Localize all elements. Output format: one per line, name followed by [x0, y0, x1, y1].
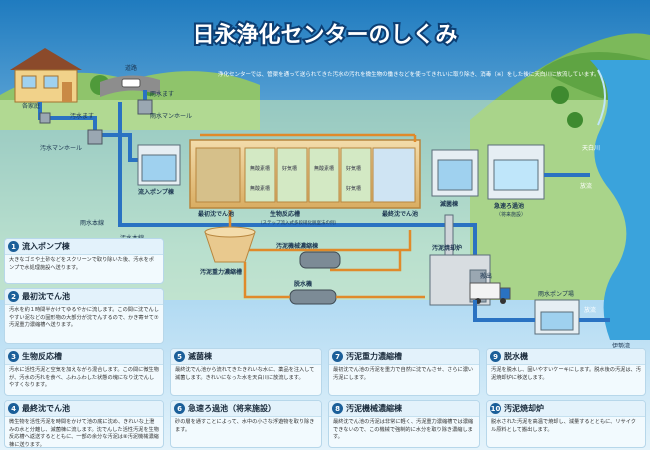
- facility-2-label: 最初沈でん池: [198, 210, 234, 218]
- card-text: 汚水を約１時間半かけてゆるやかに流します。この間に沈でんしやすい泥などの固形物の…: [9, 307, 159, 329]
- tank-label: 無酸素槽: [250, 165, 270, 172]
- card-title: 最終沈でん池: [22, 404, 70, 413]
- card-title: 脱水機: [504, 352, 528, 361]
- facility-3-sub: （ステップ流入式多段硝化脱窒法の例）: [258, 219, 339, 226]
- tank-labels: 無酸素槽 好気槽 無酸素槽 好気槽 無酸素槽 好気槽: [250, 165, 361, 192]
- tank-label: 好気槽: [346, 185, 361, 192]
- facility-9-label: 脱水機: [294, 280, 312, 288]
- card-title: 生物反応槽: [22, 352, 62, 361]
- facility-6-sub: （将来施設）: [496, 211, 526, 218]
- facility-7-label: 汚泥重力濃縮槽: [200, 268, 242, 276]
- river-highlight: [597, 69, 606, 126]
- card-title: 急速ろ過池（将来施設）: [188, 404, 276, 413]
- house: [10, 48, 82, 103]
- facility-8-label: 汚泥機械濃縮棟: [276, 242, 319, 250]
- label-export: 搬出: [480, 272, 492, 280]
- rain-pump-basin: [540, 311, 574, 331]
- card-number: 10: [490, 403, 501, 414]
- label-bay: 伊勢湾: [612, 342, 630, 350]
- facility-10-label: 汚泥焼却炉: [432, 244, 462, 252]
- facility-5-label: 滅菌棟: [440, 200, 459, 208]
- sewer-box: [39, 112, 51, 124]
- car: [121, 78, 141, 88]
- label-discharge: 放流: [580, 182, 592, 190]
- intro-text: 浄化センターでは、管渠を通って送られてきた汚水の汚れを微生物の働きなどを使ってき…: [218, 70, 600, 78]
- label-rain-sewer: 雨水本線: [80, 219, 104, 227]
- rain-sewer-line: [473, 300, 535, 322]
- card-title: 汚泥焼却炉: [504, 404, 544, 413]
- mechanical-thickener: [299, 251, 341, 269]
- label-road: 道路: [125, 64, 137, 72]
- card-text: 砂の層を通すことによって、水中の小さな浮遊物を取り除きます。: [175, 419, 315, 433]
- label-river: 天白川: [582, 144, 600, 152]
- truck: [469, 282, 511, 304]
- page-title: 日永浄化センターのしくみ: [193, 22, 458, 48]
- card-title: 汚泥重力濃縮槽: [346, 352, 402, 361]
- label-sewer-pipe: 汚水ます: [70, 112, 94, 120]
- card-text: 汚水に活性汚泥と空気を加えながら混合します。この間に微生物が、汚水の汚れを食べ、…: [9, 367, 159, 389]
- card-text: 最終沈でん池から流れてきたきれいな水に、薬品を注入して滅菌します。きれいになった…: [175, 367, 315, 381]
- label-rain-manhole: 雨水マンホール: [150, 112, 192, 120]
- card-text: 汚泥を脱水し、固いやすいケーキにします。脱水後の汚泥は、汚泥焼却炉に移送します。: [491, 367, 641, 381]
- tank-label: 好気槽: [282, 165, 297, 172]
- card-number: 3: [8, 351, 19, 362]
- dewatering-machine: [289, 289, 337, 305]
- rapid-filter-basin: [493, 159, 539, 191]
- sewage-manhole: [87, 129, 103, 145]
- disinfection-tank: [437, 159, 473, 191]
- label-home: 各家庭: [22, 102, 40, 110]
- card-title: 滅菌棟: [188, 352, 212, 361]
- rain-manhole: [137, 99, 153, 115]
- card-number: 8: [332, 403, 343, 414]
- card-text: 脱水された汚泥を高温で焼却し、減量するとともに、リサイクル原料として搬出します。: [491, 419, 636, 433]
- card-title: 汚泥機械濃縮棟: [346, 404, 402, 413]
- card-text: 最初沈でん池の汚泥を重力で自然に沈でんさせ、さらに濃い汚泥にします。: [333, 367, 474, 381]
- tree: [551, 86, 569, 104]
- card-title: 最初沈でん池: [22, 292, 70, 301]
- label-discharge-2: 放流: [584, 306, 596, 314]
- card-number: 9: [490, 351, 501, 362]
- treatment-tanks: [189, 139, 421, 209]
- card-number: 4: [8, 403, 19, 414]
- card-number: 1: [8, 241, 19, 252]
- card-title: 流入ポンプ棟: [22, 242, 70, 251]
- river: [590, 60, 650, 340]
- inflow-pump-building: [137, 144, 181, 186]
- facility-1-label: 流入ポンプ棟: [138, 188, 175, 196]
- tank-label: 好気槽: [346, 165, 361, 172]
- facility-4-label: 最終沈でん池: [382, 210, 418, 218]
- gravity-thickener: [204, 226, 256, 263]
- card-text: 大きなゴミや土砂などをスクリーンで取り除いた後、汚水をポンプで水処理施設へ送りま…: [9, 257, 154, 271]
- card-number: 7: [332, 351, 343, 362]
- facility-6-label: 急速ろ過池: [494, 202, 524, 210]
- card-text: 最終沈でん池の汚泥は非常に軽く、汚泥重力濃縮槽では濃縮できないので、この機械で強…: [333, 419, 474, 441]
- card-number: 2: [8, 291, 19, 302]
- card-text: 微生物を活性汚泥を時間をかけて池の底に沈め、きれいな上澄みの水と分離し、滅菌棟に…: [9, 419, 159, 448]
- label-sewage-manhole: 汚水マンホール: [40, 144, 82, 152]
- tree: [567, 112, 583, 128]
- tank-label: 無酸素槽: [250, 185, 270, 192]
- sludge-pipe: [243, 262, 290, 299]
- label-rain-pump: 雨水ポンプ場: [538, 290, 574, 298]
- card-number: 5: [174, 351, 185, 362]
- tank-label: 無酸素槽: [314, 165, 334, 172]
- facility-3-label: 生物反応槽: [270, 210, 300, 218]
- card-number: 6: [174, 403, 185, 414]
- label-rain-pipe: 雨水ます: [150, 90, 174, 98]
- incinerator: [429, 214, 491, 306]
